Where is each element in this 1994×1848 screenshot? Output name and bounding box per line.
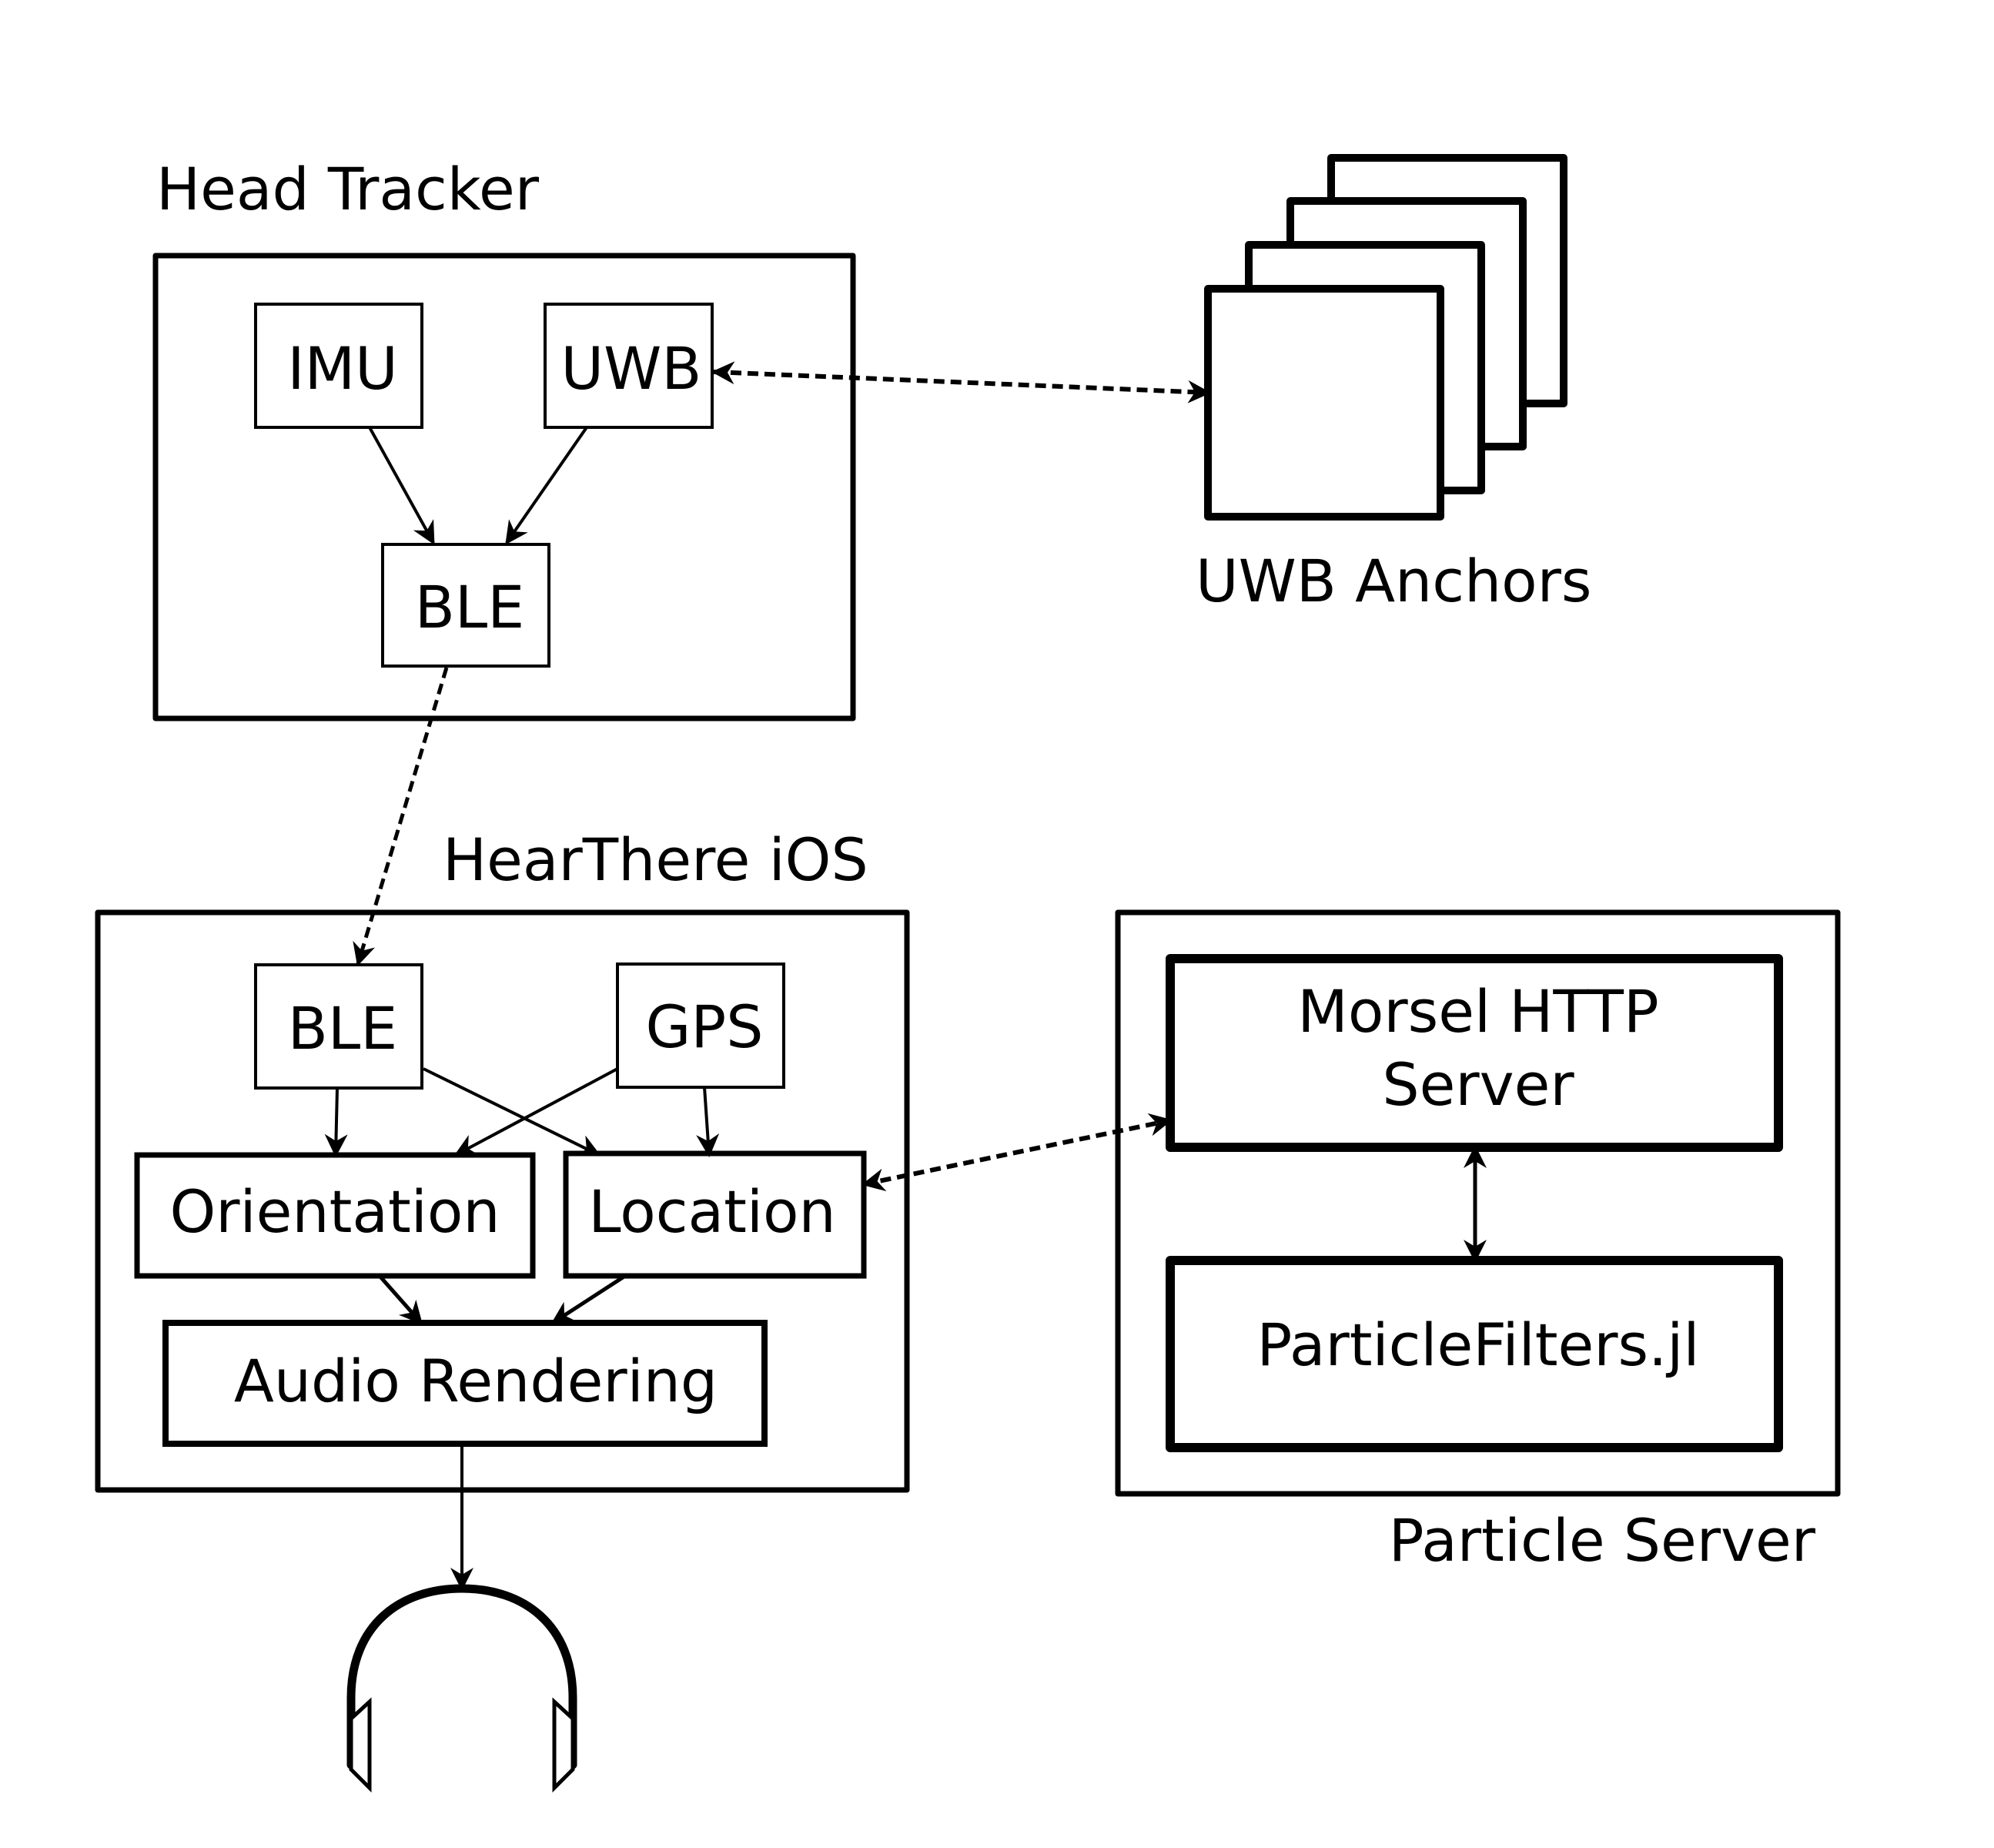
hearthere-ios-box (95, 909, 910, 1493)
head-tracker-title: Head Tracker (156, 155, 540, 223)
morsel-label-line1: Morsel HTTP (1297, 977, 1658, 1046)
location-label: Location (588, 1177, 835, 1246)
gps-label: GPS (646, 993, 764, 1061)
ios-ble-box (254, 963, 423, 1090)
headphones-icon (346, 1584, 577, 1793)
imu-box (254, 303, 423, 429)
group-uwb-anchors: UWB Anchors (1196, 154, 1592, 615)
edge-location-morsel-link (862, 1113, 1173, 1192)
node-ios-gps[interactable]: GPS (616, 962, 785, 1089)
headphones-right-earcup (552, 1697, 575, 1793)
uwb-box (544, 303, 714, 429)
headphones-left-earcup (349, 1697, 372, 1793)
head-tracker-box (152, 253, 856, 721)
ios-ble-label: BLE (288, 994, 398, 1063)
group-hearthere-ios: HearThere iOS BLE GPS Orientation Locati… (95, 825, 910, 1493)
node-ht-uwb[interactable]: UWB (544, 303, 714, 429)
headphones-band (346, 1584, 577, 1769)
node-particlefilters[interactable]: ParticleFilters.jl (1166, 1256, 1783, 1452)
node-ios-audio-rendering[interactable]: Audio Rendering (162, 1320, 768, 1447)
node-ios-orientation[interactable]: Orientation (134, 1152, 536, 1279)
node-ht-ble[interactable]: BLE (381, 543, 550, 668)
edge-ble-to-orientation (324, 1087, 348, 1157)
edge-ble-to-location (423, 1067, 601, 1157)
audio-rendering-box (162, 1320, 768, 1447)
gps-box (616, 962, 785, 1089)
edge-uwb-to-ble (505, 426, 588, 545)
node-morsel-http-server[interactable]: Morsel HTTP Server (1166, 954, 1783, 1152)
edge-orientation-to-audio (378, 1274, 423, 1325)
morsel-label-line2: Server (1382, 1050, 1574, 1119)
orientation-box (134, 1152, 536, 1279)
edge-imu-to-ble (368, 427, 435, 545)
ht-ble-label: BLE (415, 573, 525, 641)
morsel-box (1166, 954, 1783, 1152)
edge-location-to-audio (550, 1274, 627, 1325)
node-ios-ble[interactable]: BLE (254, 963, 423, 1090)
particle-server-title: Particle Server (1389, 1506, 1816, 1575)
uwb-anchors-title: UWB Anchors (1196, 547, 1592, 615)
edge-uwb-anchors-link (711, 361, 1211, 403)
anchor-box-1 (1204, 285, 1444, 521)
node-ios-location[interactable]: Location (563, 1150, 867, 1279)
location-box (563, 1150, 867, 1279)
group-particle-server: Morsel HTTP Server ParticleFilters.jl Pa… (1115, 909, 1841, 1575)
ht-ble-box (381, 543, 550, 668)
group-head-tracker: Head Tracker IMU UWB BLE (152, 155, 856, 721)
particlefilters-box (1166, 1256, 1783, 1452)
node-ht-imu[interactable]: IMU (254, 303, 423, 429)
imu-label: IMU (287, 334, 398, 403)
audio-rendering-label: Audio Rendering (234, 1347, 718, 1415)
edge-gps-to-orientation (453, 1067, 618, 1157)
hearthere-ios-title: HearThere iOS (443, 825, 868, 894)
particle-server-box (1115, 909, 1841, 1497)
particlefilters-label: ParticleFilters.jl (1256, 1311, 1699, 1379)
uwb-label: UWB (561, 334, 702, 403)
edge-gps-to-location (696, 1086, 720, 1157)
edge-ble-to-ble (353, 667, 449, 966)
orientation-label: Orientation (169, 1177, 500, 1246)
